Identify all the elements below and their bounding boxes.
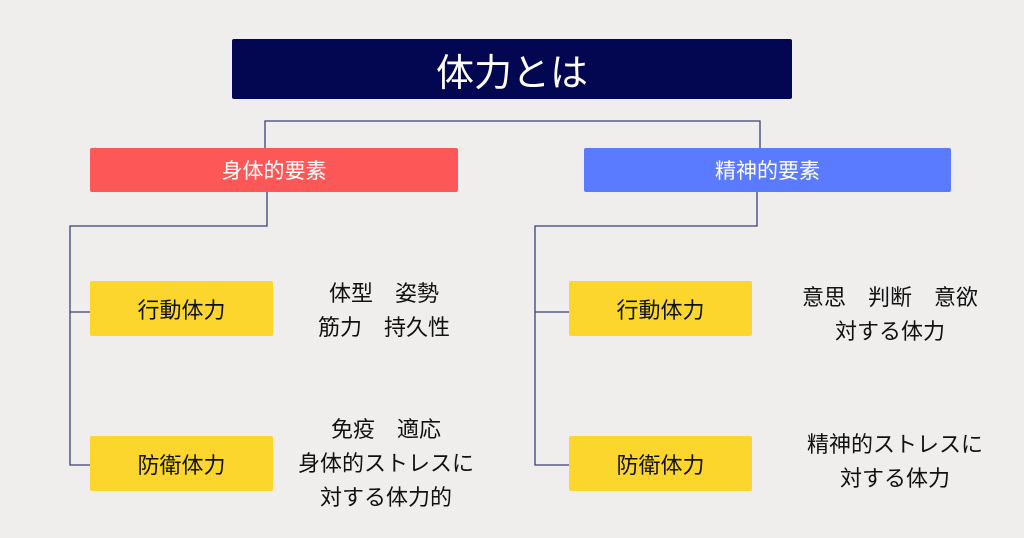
physical-action-description: 体型 姿勢 筋力 持久性 xyxy=(294,278,474,346)
category-physical: 身体的要素 xyxy=(90,148,458,192)
description-line: 対する体力 xyxy=(834,320,945,345)
physical-defense-strength: 防衛体力 xyxy=(90,436,273,491)
mental-defense-description: 精神的ストレスに 対する体力 xyxy=(785,429,1005,497)
description-line: 筋力 持久性 xyxy=(317,316,450,341)
description-line: 対する体力 xyxy=(839,467,950,492)
description-line: 意思 判断 意欲 xyxy=(801,286,978,311)
description-line: 精神的ストレスに xyxy=(806,433,983,458)
mental-action-strength: 行動体力 xyxy=(569,281,752,336)
description-line: 免疫 適応 xyxy=(330,418,441,443)
connector-physical-branch xyxy=(69,192,268,466)
category-mental: 精神的要素 xyxy=(584,148,951,192)
connector-mental-branch xyxy=(534,192,758,466)
physical-defense-description: 免疫 適応 身体的ストレスに 対する体力的 xyxy=(276,414,496,516)
description-line: 体型 姿勢 xyxy=(328,282,439,307)
diagram-title: 体力とは xyxy=(232,39,792,99)
description-line: 対する体力的 xyxy=(319,486,452,511)
description-line: 身体的ストレスに xyxy=(297,452,474,477)
physical-action-strength: 行動体力 xyxy=(90,281,273,336)
mental-defense-strength: 防衛体力 xyxy=(569,436,752,491)
mental-action-description: 意思 判断 意欲 対する体力 xyxy=(780,282,1000,350)
connector-title-to-categories xyxy=(264,120,761,148)
